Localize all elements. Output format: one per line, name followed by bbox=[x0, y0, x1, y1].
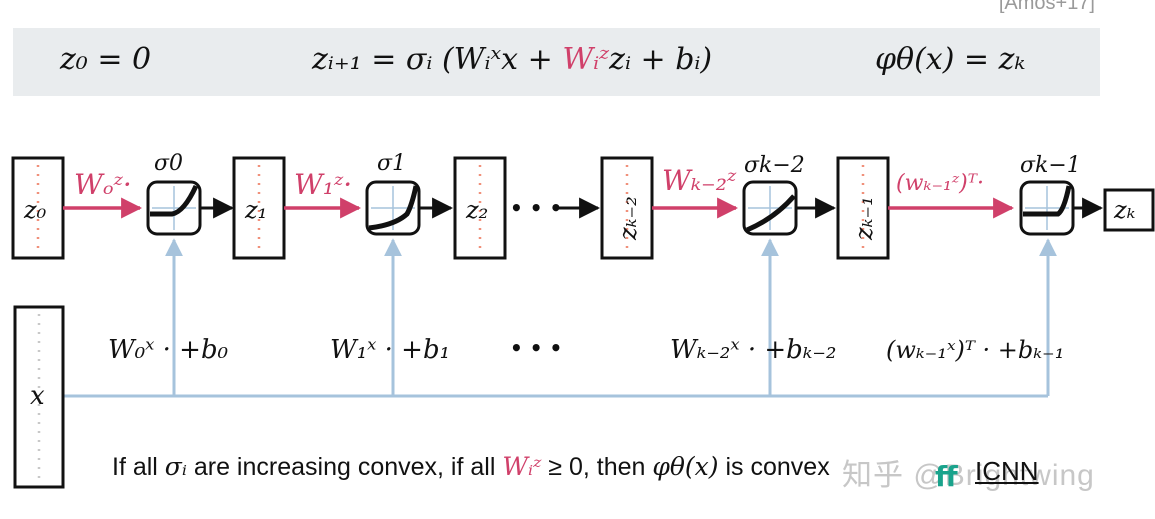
footer-sigma: σᵢ bbox=[164, 452, 187, 481]
weight-x-1: W₁ˣ · +b₁ bbox=[330, 335, 450, 365]
icnn-link[interactable]: ICNN bbox=[975, 456, 1039, 486]
footer-part1: If all bbox=[112, 453, 165, 481]
weight-x-k2: Wₖ₋₂ˣ · +bₖ₋₂ bbox=[670, 335, 836, 365]
equation-bar bbox=[13, 28, 1100, 96]
footer-w: Wᵢᶻ bbox=[502, 452, 542, 481]
node-z1-label: z₁ bbox=[244, 196, 267, 224]
sigma-1: σ1 bbox=[377, 151, 406, 176]
equation-z0: z₀ = 0 bbox=[60, 42, 152, 77]
weight-z-k2: Wₖ₋₂ᶻ bbox=[662, 164, 737, 197]
sigma-k1: σk−1 bbox=[1020, 153, 1081, 178]
sigma-0: σ0 bbox=[154, 151, 183, 176]
citation: [Amos+17] bbox=[998, 0, 1095, 14]
activation-s0 bbox=[146, 180, 202, 236]
weight-x-0: W₀ˣ · +b₀ bbox=[108, 335, 229, 365]
node-x-label: x bbox=[30, 381, 45, 411]
watermark: 知乎 @Brightwing bbox=[842, 459, 1095, 492]
equation-output: φθ(x) = zₖ bbox=[875, 42, 1026, 77]
ellipsis-bottom: • • • bbox=[510, 336, 562, 360]
icnn-logo-icon: ff bbox=[935, 460, 958, 493]
node-zk-label: zₖ bbox=[1113, 196, 1136, 224]
footer-part4: is convex bbox=[718, 453, 830, 481]
x-bus bbox=[64, 238, 1057, 398]
weight-z-k1: (wₖ₋₁ᶻ)ᵀ· bbox=[896, 171, 984, 196]
equation-recurrence: zᵢ₊₁ = σᵢ (Wᵢˣx + Wᵢᶻzᵢ + bᵢ) bbox=[312, 42, 712, 77]
node-z2-label: z₂ bbox=[465, 196, 488, 224]
equation-recurrence-part2: zᵢ + bᵢ) bbox=[609, 42, 713, 77]
activation-s1 bbox=[365, 180, 421, 236]
node-zk2-label: zₖ₋₂ bbox=[614, 196, 642, 241]
weight-x-k1: (wₖ₋₁ˣ)ᵀ · +bₖ₋₁ bbox=[886, 336, 1064, 364]
footer-phi: φθ(x) bbox=[652, 452, 719, 481]
weight-z-0: Wₒᶻ· bbox=[74, 168, 132, 201]
node-z0-box bbox=[11, 156, 65, 260]
ellipsis-top: • • • bbox=[510, 196, 562, 220]
node-z0-label: z₀ bbox=[23, 196, 47, 224]
activation-sk1 bbox=[1019, 180, 1075, 236]
node-zk-box bbox=[1103, 188, 1155, 232]
weight-z-1: W₁ᶻ· bbox=[294, 168, 352, 201]
node-zk1-label: zₖ₋₁ bbox=[850, 196, 878, 241]
footer-part2: are increasing convex, if all bbox=[186, 453, 503, 481]
footer-part3: ≥ 0, then bbox=[541, 453, 653, 481]
equation-recurrence-part1: zᵢ₊₁ = σᵢ (Wᵢˣx + bbox=[312, 42, 563, 77]
footer-statement: If all σᵢ are increasing convex, if all … bbox=[112, 452, 830, 482]
equation-recurrence-pink: Wᵢᶻ bbox=[562, 42, 610, 77]
activation-sk2 bbox=[742, 180, 798, 236]
sigma-k2: σk−2 bbox=[744, 153, 805, 178]
